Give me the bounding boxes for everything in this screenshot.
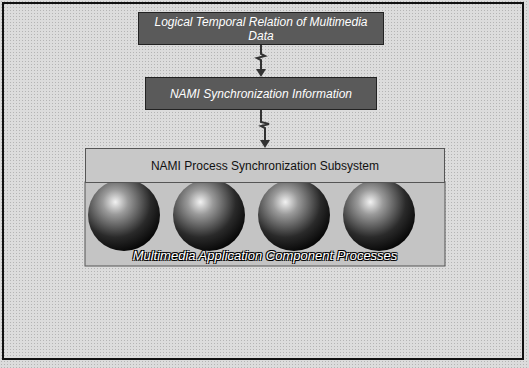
subsystem-band: NAMI Process Synchronization Subsystem	[85, 148, 445, 183]
node-text: NAMI Synchronization Information	[164, 87, 358, 101]
info-box: Logical Temporal Relation of Multimedia …	[138, 12, 384, 45]
node-text: NAMI Process Synchronization Subsystem	[145, 159, 385, 173]
flow-arrow	[256, 45, 266, 77]
flow-arrow	[260, 110, 270, 148]
info-box: NAMI Synchronization Information	[145, 77, 377, 110]
node-text: Logical Temporal Relation of Multimedia …	[139, 15, 383, 43]
process-group-label: Multimedia Application Component Process…	[85, 248, 445, 263]
